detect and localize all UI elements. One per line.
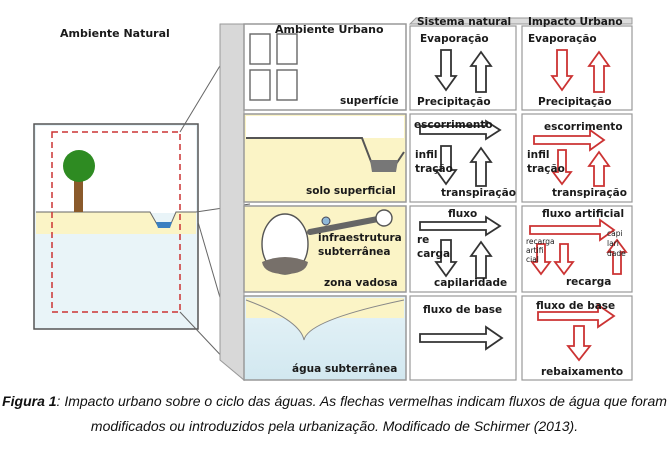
arrow-up-icon [587, 150, 611, 187]
tree-icon [63, 150, 95, 182]
arrow-right-icon [419, 215, 502, 237]
natural-cell-labels: Evaporação Precipitação escorrimento inf… [414, 33, 516, 316]
svg-text:fluxo de base: fluxo de base [536, 300, 615, 312]
natural-system-header: Sistema natural [417, 16, 511, 28]
arrow-down-icon [434, 239, 458, 278]
svg-text:transpiração: transpiração [552, 187, 627, 199]
building-icon [249, 33, 298, 101]
arrow-down-icon [550, 49, 574, 92]
dashed-zoom-box [51, 131, 181, 313]
natural-environment-title: Ambiente Natural [60, 27, 170, 40]
urban-layer-labels: Ambiente Urbano superfície solo superfic… [275, 23, 402, 375]
layer-vadose: zona vadosa [324, 277, 398, 289]
tree-trunk [74, 176, 83, 212]
arrow-down-icon [551, 149, 573, 186]
urban-water-cycle-diagram: Ambiente Natural [33, 16, 633, 382]
svg-text:transpiração: transpiração [441, 187, 516, 199]
arrow-up-icon [469, 146, 493, 187]
arrow-down-icon [566, 325, 592, 362]
svg-text:recarga: recarga [566, 276, 611, 288]
arrow-up-icon [587, 50, 611, 93]
arrow-up-icon [469, 240, 493, 279]
arrow-up-icon [469, 50, 493, 93]
caption-label: Figura 1 [2, 393, 57, 409]
svg-text:Evaporação: Evaporação [420, 33, 489, 45]
arrow-down-icon [553, 243, 575, 276]
svg-text:capilaridade: capilaridade [607, 229, 626, 258]
layer-topsoil: solo superficial [306, 185, 396, 197]
urban-arrows [529, 49, 628, 362]
natural-system-cells [409, 25, 517, 381]
arrow-down-icon [434, 145, 458, 186]
small-pipe-icon [321, 216, 331, 226]
svg-text:Precipitação: Precipitação [417, 96, 491, 108]
urban-panels [243, 23, 407, 381]
figure-caption: Figura 1: Impacto urbano sobre o ciclo d… [0, 389, 669, 439]
natural-cross-section [33, 123, 199, 330]
arrow-right-icon [419, 119, 502, 141]
arrow-right-icon [529, 218, 616, 242]
svg-text:recarga: recarga [417, 234, 450, 260]
svg-text:fluxo artificial: fluxo artificial [542, 208, 624, 220]
arrow-right-icon [419, 325, 504, 351]
svg-text:escorrimento: escorrimento [414, 119, 493, 131]
layer-groundwater: água subterrânea [292, 363, 397, 375]
urban-impact-cells [521, 25, 633, 381]
svg-text:escorrimento: escorrimento [544, 121, 623, 133]
svg-text:Evaporação: Evaporação [528, 33, 597, 45]
arrow-down-icon [434, 49, 458, 92]
svg-text:rebaixamento: rebaixamento [541, 366, 623, 378]
natural-arrows [419, 49, 504, 351]
svg-text:capilaridade: capilaridade [434, 277, 507, 289]
caption-text: : Impacto urbano sobre o ciclo das águas… [56, 393, 667, 434]
arrow-right-icon [533, 128, 606, 152]
urban-impact-header: Impacto Urbano [528, 16, 623, 28]
arrow-up-icon [606, 238, 628, 275]
svg-text:fluxo: fluxo [448, 208, 477, 220]
perspective-walls [219, 17, 633, 382]
urban-cell-labels: Evaporação Precipitação escorrimento inf… [526, 33, 627, 378]
urban-title: Ambiente Urbano [275, 23, 384, 36]
layer-surface: superfície [340, 95, 399, 107]
arrow-right-icon [537, 303, 616, 329]
svg-text:fluxo de base: fluxo de base [423, 304, 502, 316]
arrow-down-icon [530, 243, 552, 276]
svg-text:Precipitação: Precipitação [538, 96, 612, 108]
